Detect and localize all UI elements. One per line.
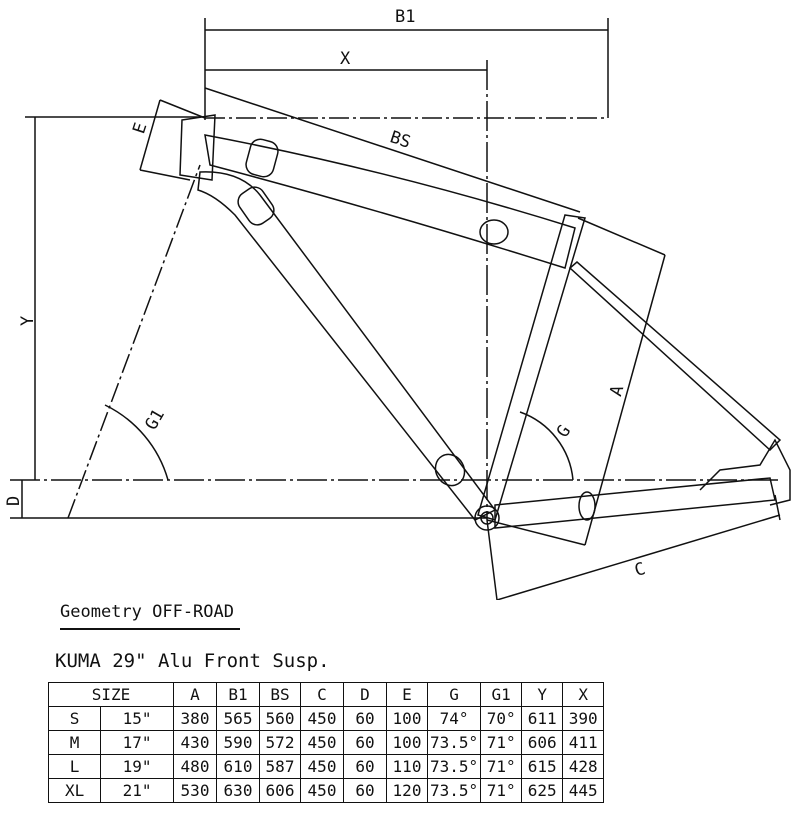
label-A: A	[606, 383, 628, 398]
table-cell: S	[47, 706, 102, 731]
header-cell: D	[343, 682, 387, 707]
table-cell: 450	[300, 706, 344, 731]
table-cell: 572	[259, 730, 301, 755]
table-cell: 445	[562, 778, 605, 803]
dimension-lines	[10, 18, 781, 600]
table-cell: 450	[300, 730, 344, 755]
table-cell: 74°	[426, 706, 482, 731]
label-Y: Y	[18, 316, 38, 326]
table-cell: 110	[386, 754, 428, 779]
dropout	[699, 438, 791, 506]
model-subtitle: KUMA 29" Alu Front Susp.	[55, 650, 330, 672]
chain-stay	[494, 477, 776, 529]
table-cell: 73.5°	[426, 730, 482, 755]
table-cell: 60	[343, 706, 387, 731]
seat-stay	[568, 261, 782, 452]
down-tube	[197, 171, 497, 521]
table-cell: 380	[173, 706, 217, 731]
table-cell: 630	[216, 778, 260, 803]
table-cell: 606	[259, 778, 301, 803]
table-cell: 71°	[480, 754, 523, 779]
table-cell: 428	[562, 754, 605, 779]
header-cell: A	[173, 682, 217, 707]
head-tube	[179, 114, 216, 181]
table-cell: 625	[521, 778, 564, 803]
table-cell: 71°	[480, 730, 523, 755]
seat-tube	[477, 214, 586, 521]
header-cell: G	[426, 682, 482, 707]
top-tube	[204, 134, 576, 269]
table-cell: 60	[343, 730, 387, 755]
header-cell: B1	[216, 682, 260, 707]
label-E: E	[129, 120, 151, 136]
table-cell: 19"	[100, 754, 174, 779]
label-D: D	[4, 496, 24, 506]
label-B1: B1	[395, 7, 415, 27]
header-cell: BS	[259, 682, 301, 707]
header-cell: Y	[521, 682, 564, 707]
header-cell: X	[562, 682, 605, 707]
header-cell: E	[386, 682, 428, 707]
table-cell: L	[47, 754, 102, 779]
table-cell: 15"	[100, 706, 174, 731]
table-cell: 606	[521, 730, 564, 755]
header-cell: C	[300, 682, 344, 707]
table-cell: 21"	[100, 778, 174, 803]
table-cell: 610	[216, 754, 260, 779]
table-cell: 73.5°	[426, 754, 482, 779]
table-cell: 560	[259, 706, 301, 731]
bottom-bracket	[474, 505, 500, 531]
table-cell: 615	[521, 754, 564, 779]
table-cell: 611	[521, 706, 564, 731]
table-cell: 60	[343, 754, 387, 779]
table-cell: 120	[386, 778, 428, 803]
table-header-row: SIZE A B1 BS C D E G G1 Y X	[48, 682, 605, 707]
table-cell: 60	[343, 778, 387, 803]
table-cell: 17"	[100, 730, 174, 755]
table-cell: XL	[47, 778, 102, 803]
table-cell: 590	[216, 730, 260, 755]
table-cell: 100	[386, 706, 428, 731]
label-G1: G1	[141, 406, 169, 434]
table-cell: 450	[300, 754, 344, 779]
table-cell: M	[47, 730, 102, 755]
geometry-title: Geometry OFF-ROAD	[60, 602, 240, 630]
header-cell: SIZE	[48, 682, 174, 707]
table-cell: 430	[173, 730, 217, 755]
table-cell: 450	[300, 778, 344, 803]
frame-geometry-diagram: B1 X BS E Y G1 D G A C	[4, 7, 791, 600]
table-cell: 71°	[480, 778, 523, 803]
table-cell: 390	[562, 706, 605, 731]
table-cell: 100	[386, 730, 428, 755]
frame-tubes	[179, 114, 791, 531]
table-cell: 587	[259, 754, 301, 779]
label-C: C	[632, 559, 648, 581]
table-cell: 411	[562, 730, 605, 755]
label-X: X	[340, 49, 351, 69]
table-cell: 530	[173, 778, 217, 803]
header-cell: G1	[480, 682, 523, 707]
table-cell: 70°	[480, 706, 523, 731]
table-cell: 565	[216, 706, 260, 731]
table-cell: 480	[173, 754, 217, 779]
table-cell: 73.5°	[426, 778, 482, 803]
